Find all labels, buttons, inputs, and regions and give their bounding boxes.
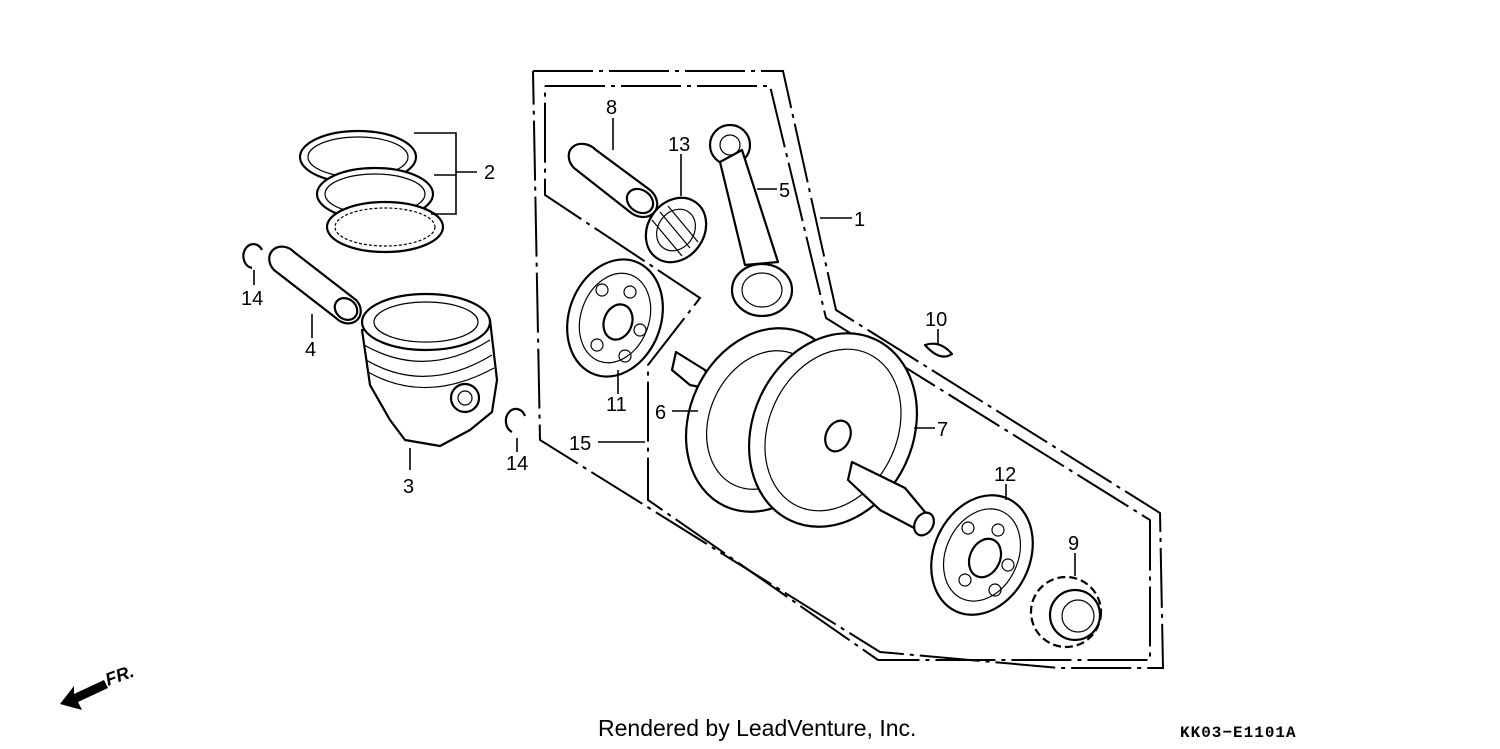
front-direction-arrow-icon: FR. (60, 661, 137, 710)
connecting-rod (708, 123, 794, 318)
callout-13: 13 (668, 134, 690, 156)
left-ball-bearing (566, 258, 664, 378)
callout-12: 12 (994, 464, 1016, 486)
callout-6: 6 (655, 402, 666, 424)
crankshaft (670, 327, 935, 537)
render-credit: Rendered by LeadVenture, Inc. (598, 715, 917, 741)
piston (360, 292, 499, 448)
leader-lines (253, 118, 1076, 576)
piston-pin-clip-right (504, 407, 527, 433)
callout-10: 10 (925, 309, 947, 331)
callout-11: 11 (606, 394, 627, 416)
callout-15: 15 (569, 433, 591, 455)
right-ball-bearing (930, 494, 1034, 616)
callout-7: 7 (937, 419, 948, 441)
woodruff-key (923, 342, 954, 358)
front-indicator-label: FR. (103, 661, 137, 690)
callout-14-left: 14 (241, 288, 263, 310)
crankshaft-assembly-outline (532, 70, 1165, 669)
piston-pin-clip-left (242, 243, 263, 270)
callout-14-right: 14 (506, 453, 528, 475)
needle-bearing (644, 196, 708, 264)
callout-4: 4 (305, 339, 316, 361)
timing-sprocket (1029, 575, 1103, 649)
callout-5: 5 (779, 180, 790, 202)
diagram-code: KK03−E1101A (1180, 724, 1297, 742)
callout-3: 3 (403, 476, 414, 498)
callout-8: 8 (606, 97, 617, 119)
callout-9: 9 (1068, 533, 1079, 555)
callout-1: 1 (854, 209, 865, 231)
callout-2: 2 (484, 162, 495, 184)
piston-rings (298, 129, 445, 254)
callout-labels: 1 2 3 4 5 6 7 8 9 10 11 12 13 14 14 15 (241, 97, 1079, 555)
piston-pin (268, 245, 362, 325)
connecting-rod-pin (567, 142, 659, 219)
